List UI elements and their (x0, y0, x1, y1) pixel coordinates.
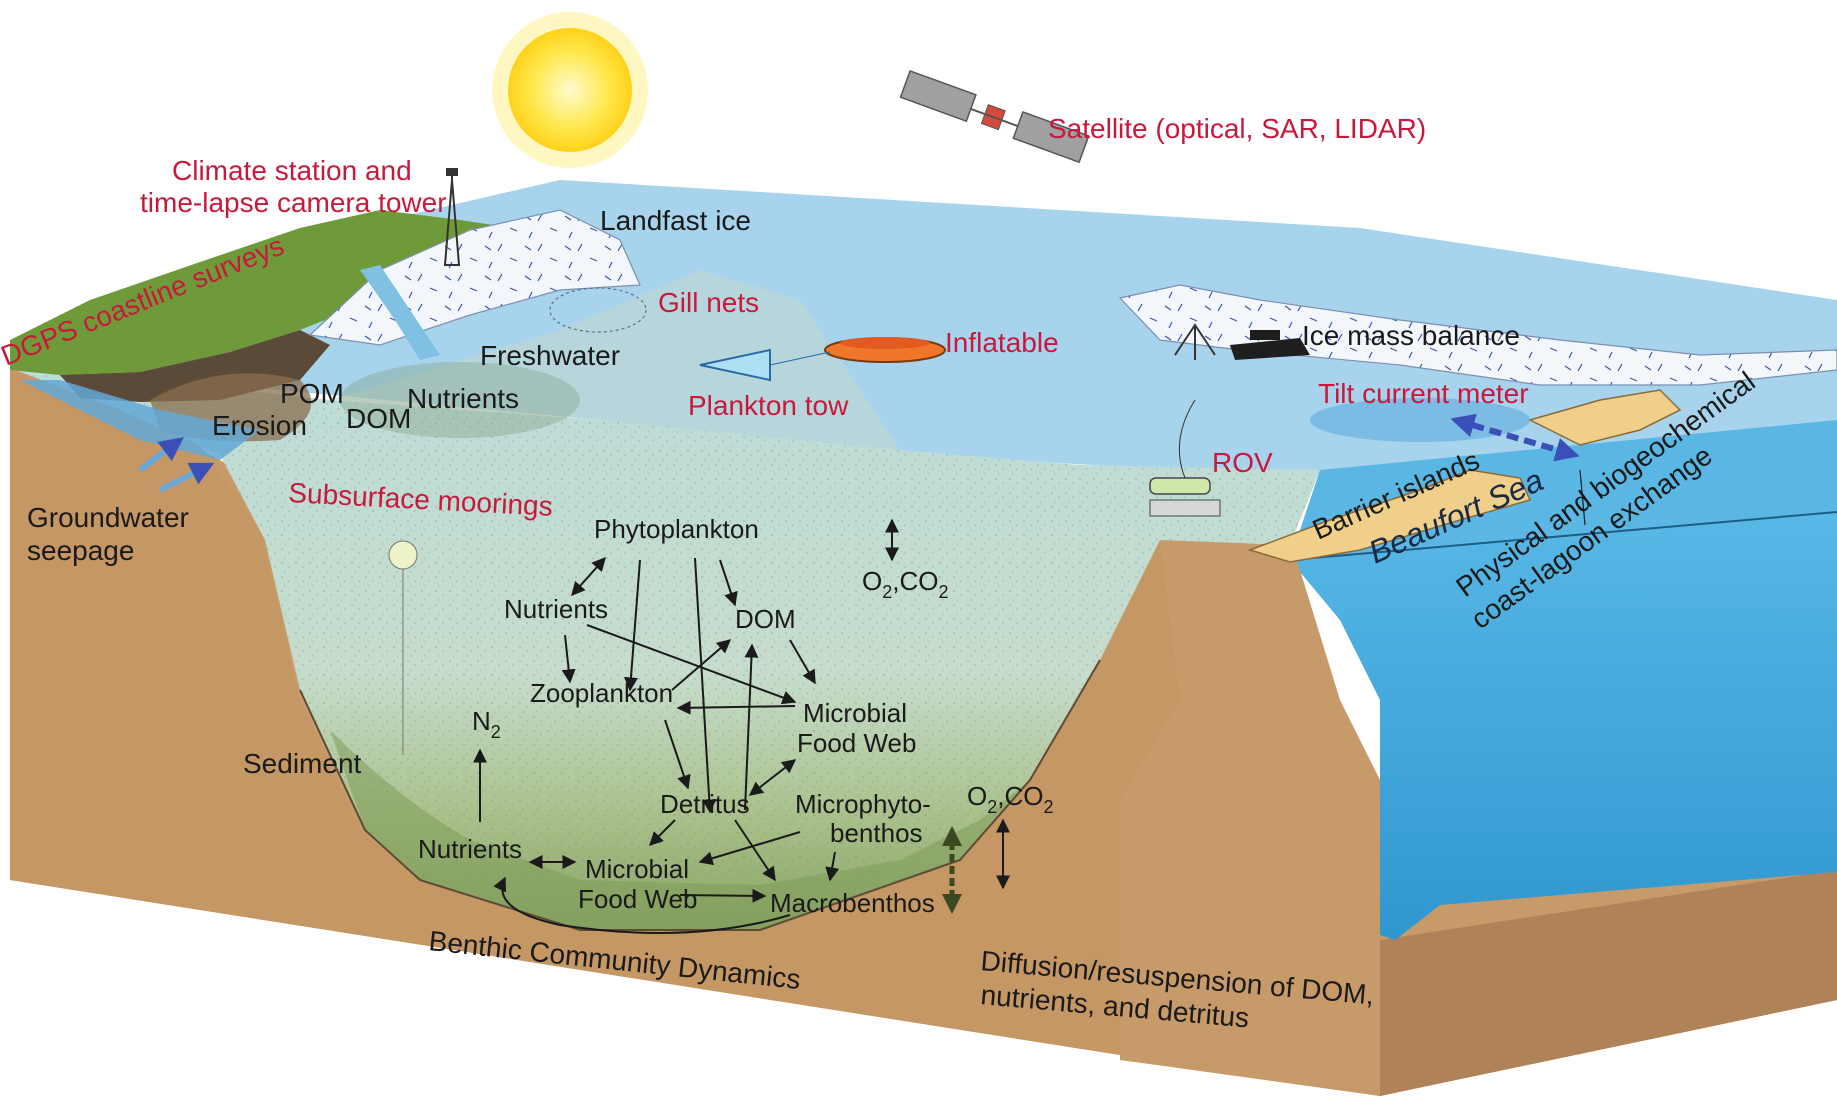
node-nutrients-water: Nutrients (504, 594, 608, 624)
sediment-label: Sediment (243, 748, 362, 779)
ice-station-icon (1174, 323, 1216, 360)
food-web-arrow (623, 559, 641, 692)
sediment-lagoon-edge (299, 659, 1101, 931)
node-zooplankton: Zooplankton (530, 678, 673, 708)
food-web-arrow (679, 888, 767, 903)
turbid-plume (330, 270, 900, 450)
food-web-arrow (694, 557, 717, 814)
climate-station-label-1: Climate station and (172, 155, 412, 186)
food-web-arrow (676, 700, 796, 715)
sea-column-front (1290, 512, 1837, 940)
food-web-arrow (493, 876, 791, 934)
food-web-arrow (571, 556, 606, 597)
climate-tower-icon (443, 168, 461, 266)
node-phytoplankton: Phytoplankton (594, 514, 759, 544)
climate-station-label-2: time-lapse camera tower (140, 187, 447, 218)
erosion-label: Erosion (212, 410, 307, 441)
nutrients-coast-label: Nutrients (407, 383, 519, 414)
nutrient-plume (340, 362, 580, 438)
rov-icon (1149, 399, 1221, 517)
food-web-arrow (744, 643, 759, 811)
food-web-arrow (825, 851, 840, 882)
food-web-arrow (586, 624, 797, 705)
food-web-arrow (698, 831, 801, 866)
food-web-arrow (561, 634, 576, 684)
exchange-pointer (1579, 469, 1586, 526)
exchange-arrow (1450, 413, 1580, 462)
pom-label: POM (280, 378, 344, 409)
node-microphyto-1: Microphyto- (795, 789, 931, 819)
mooring-buoy-icon (388, 540, 418, 755)
gill-net-icon (549, 287, 647, 333)
groundwater-arrows (138, 437, 215, 493)
food-web-arrow (789, 639, 816, 685)
node-microbial-water-2: Food Web (797, 728, 916, 758)
food-web-arrow (649, 819, 676, 846)
food-web-arrows (473, 518, 1010, 934)
node-microphyto-2: benthos (830, 818, 923, 848)
gas-exchange-upper: O2,CO2 (862, 566, 949, 602)
sediment-bottom (10, 370, 1380, 1096)
node-microbial-benthic-1: Microbial (585, 854, 689, 884)
satellite-icon (899, 69, 1090, 164)
inflatable-label: Inflatable (945, 327, 1059, 358)
lagoon-stipple (10, 365, 1320, 930)
node-dom-water: DOM (735, 604, 796, 634)
inflatable-boat-icon (824, 337, 946, 363)
barrier-island-1 (1247, 469, 1532, 563)
food-web-arrow (719, 559, 738, 607)
freshwater-label: Freshwater (480, 340, 620, 371)
node-n2: N2 (472, 706, 501, 742)
satellite-label: Satellite (optical, SAR, LIDAR) (1048, 113, 1426, 144)
tilt-current-meter-label: Tilt current meter (1318, 378, 1529, 409)
sun-icon (492, 12, 648, 168)
river-channel (20, 380, 260, 460)
dom-coast-label: DOM (346, 403, 411, 434)
gill-nets-label: Gill nets (658, 287, 759, 318)
snowmobile-icon (1230, 330, 1310, 360)
plankton-tow-label: Plankton tow (688, 390, 849, 421)
food-web-arrow (734, 819, 776, 882)
food-web-arrow (748, 759, 797, 796)
node-macrobenthos: Macrobenthos (770, 888, 935, 918)
freshwater-stream (360, 265, 440, 360)
coastal-bluff (10, 210, 540, 375)
food-web-arrow (671, 639, 732, 691)
node-microbial-water-1: Microbial (803, 698, 907, 728)
landfast-ice-label: Landfast ice (600, 205, 751, 236)
sediment-right-face (1380, 870, 1837, 1096)
groundwater-label-2: seepage (27, 535, 134, 566)
food-web-arrow (664, 719, 691, 790)
ice-mass-balance-label: Ice mass balance (1302, 320, 1520, 351)
sediment-right-ridge (1120, 540, 1380, 1096)
groundwater-label-1: Groundwater (27, 502, 189, 533)
rov-label: ROV (1212, 447, 1273, 478)
node-detritus: Detritus (660, 789, 750, 819)
node-nutrients-benthic: Nutrients (418, 834, 522, 864)
node-microbial-benthic-2: Food Web (578, 884, 697, 914)
sea-front-edge (1289, 511, 1837, 561)
gas-exchange-lower: O2,CO2 (967, 781, 1054, 817)
